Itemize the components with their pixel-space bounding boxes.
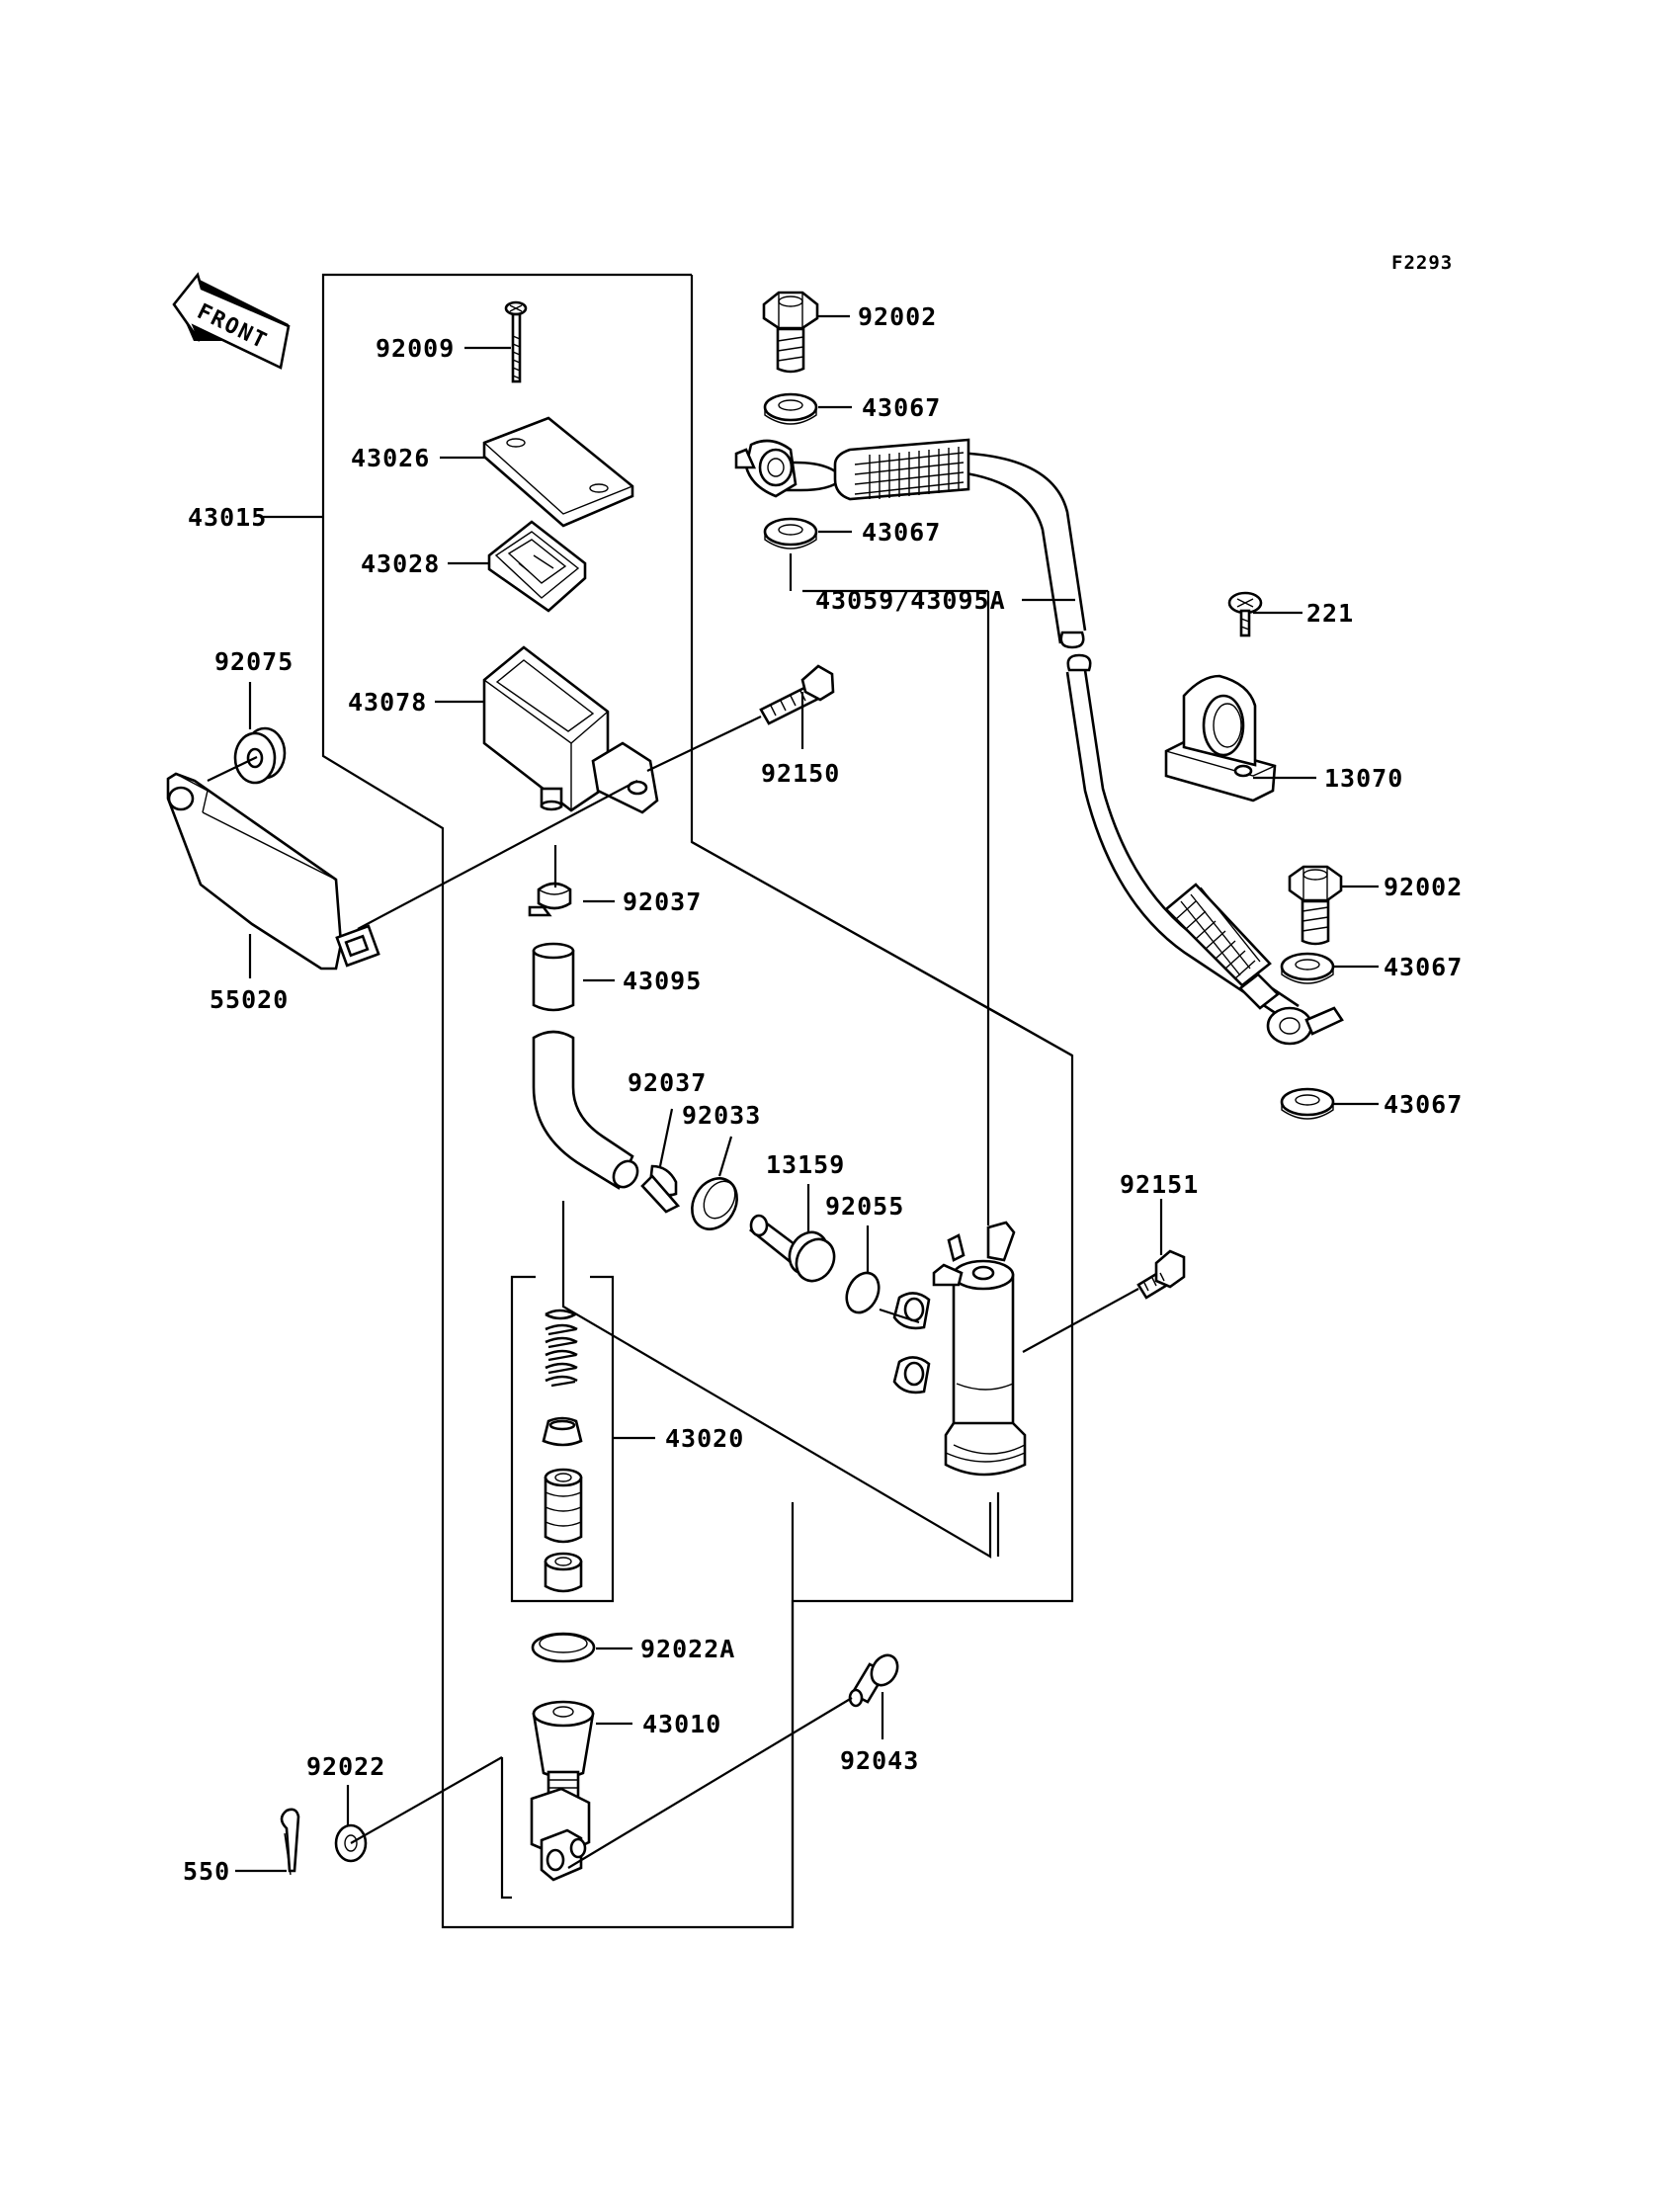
pump-bracket-left [561, 1201, 992, 1559]
label-43067-c: 43067 [1384, 953, 1463, 981]
label-43067-a: 43067 [862, 393, 941, 422]
label-92150: 92150 [761, 759, 840, 788]
o-ring-92055-icon [845, 1271, 881, 1314]
circlip-92022A-icon [531, 1632, 596, 1663]
label-13070: 13070 [1324, 764, 1403, 793]
label-43078: 43078 [348, 688, 427, 717]
label-92075: 92075 [214, 647, 294, 676]
label-43067-b: 43067 [862, 518, 941, 547]
bracket-13070-icon [1164, 674, 1277, 803]
part-labels: 92009 43026 43015 43028 92075 43078 5502… [183, 302, 1463, 1886]
label-92022A: 92022A [640, 1635, 735, 1663]
kit-bracket-43020 [510, 1275, 615, 1603]
label-92037-mid: 92037 [628, 1068, 707, 1097]
label-92002-top: 92002 [858, 302, 937, 331]
assembly-bracket-43015 [262, 273, 1074, 1929]
reservoir-cap-43026-icon [482, 416, 634, 528]
label-92022: 92022 [306, 1752, 385, 1781]
washer-43067-d-icon [1280, 1087, 1335, 1120]
banjo-bolt-92002-right-icon [1288, 865, 1343, 946]
guard-55020-icon [166, 772, 380, 971]
label-43095: 43095 [623, 967, 702, 995]
washer-43067-b-icon [763, 517, 818, 549]
front-arrow-icon: FRONT [172, 272, 291, 370]
label-43067-d: 43067 [1384, 1090, 1463, 1119]
label-43015: 43015 [188, 503, 267, 532]
label-43059-43095A: 43059/43095A [815, 586, 1006, 615]
label-43020: 43020 [665, 1424, 744, 1453]
reference-code: F2293 [1391, 252, 1453, 274]
label-550: 550 [183, 1857, 230, 1886]
label-92037-top: 92037 [623, 887, 702, 916]
label-13159: 13159 [766, 1150, 845, 1179]
fitting-13159-icon [748, 1214, 836, 1283]
label-55020: 55020 [210, 985, 289, 1014]
pushrod-bracket [500, 1757, 512, 1900]
pin-92043-icon [848, 1653, 899, 1708]
screw-92009-icon [504, 300, 528, 383]
label-43026: 43026 [351, 444, 430, 472]
washer-43067-a-icon [763, 392, 818, 425]
washer-43067-c-icon [1280, 952, 1335, 984]
bolt-92151-icon [1136, 1249, 1186, 1300]
label-92043: 92043 [840, 1746, 919, 1775]
hose-curved-icon [532, 1030, 639, 1190]
screw-221-icon [1227, 591, 1263, 637]
cotter-pin-550-icon [280, 1808, 300, 1876]
clamp-92037-top-icon [528, 882, 572, 917]
bolt-92150-icon [759, 664, 835, 725]
reservoir-43078-icon [482, 645, 659, 814]
label-92009: 92009 [376, 334, 455, 363]
label-221: 221 [1306, 599, 1354, 628]
clamp-92037-mid-icon [640, 1164, 681, 1214]
label-92033: 92033 [682, 1101, 761, 1130]
label-43010: 43010 [642, 1710, 721, 1738]
label-92151: 92151 [1120, 1170, 1199, 1199]
leader-lines [207, 314, 1379, 1873]
brake-hose-icon [734, 438, 1344, 1046]
banjo-bolt-92002-top-icon [762, 291, 819, 374]
grommet-92075-icon [233, 726, 287, 785]
piston-kit-43020-icon [542, 1309, 583, 1593]
hose-43095-icon [532, 942, 575, 1012]
label-43028: 43028 [361, 549, 440, 578]
master-cylinder-icon [892, 1221, 1027, 1477]
pump-bracket-top [691, 841, 1073, 1056]
push-rod-43010-icon [530, 1700, 595, 1882]
diaphragm-43028-icon [487, 520, 587, 613]
circlip-92033-icon [691, 1177, 738, 1230]
label-92055: 92055 [825, 1192, 904, 1221]
label-92002-right: 92002 [1384, 873, 1463, 901]
